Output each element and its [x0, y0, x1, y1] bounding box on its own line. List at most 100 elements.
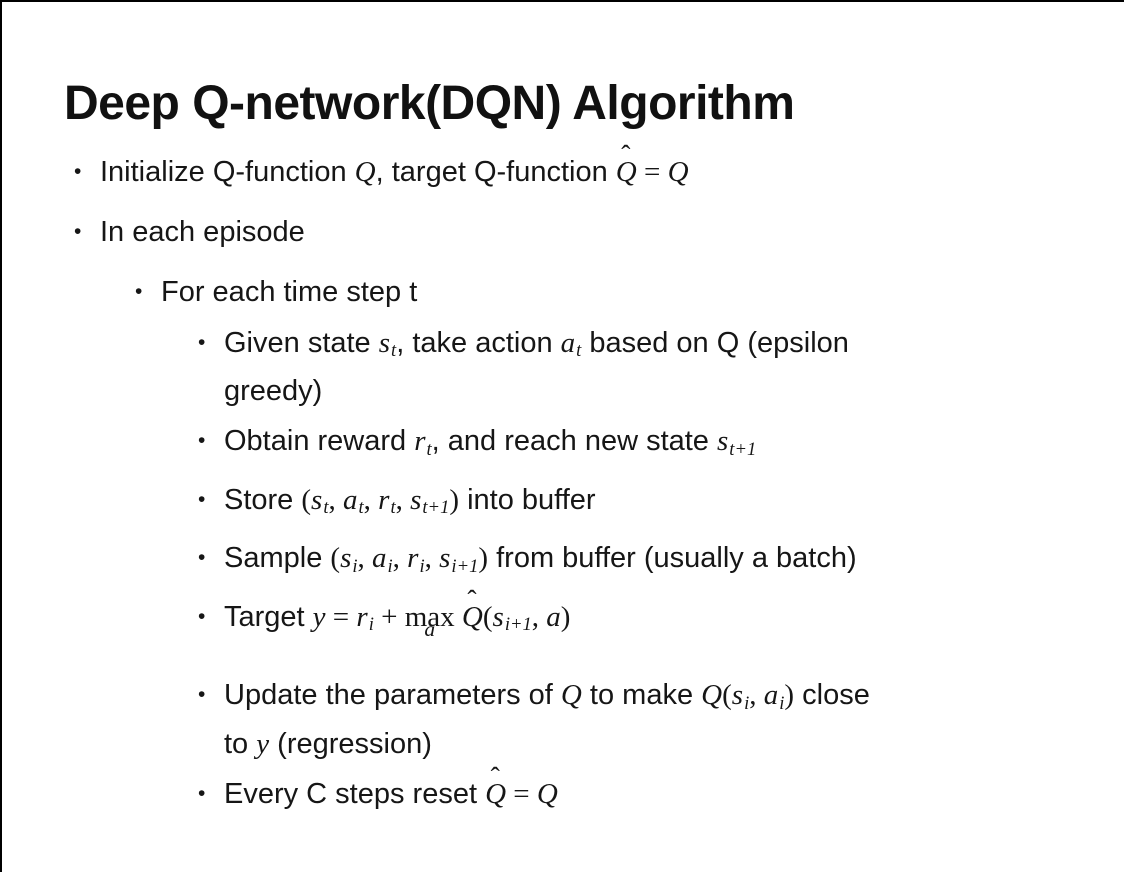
bullet-item-level-3: • Obtain reward rt, and reach new state s…	[2, 421, 1068, 469]
math-base: s	[731, 679, 744, 712]
math-base: s	[492, 600, 504, 633]
bullet-icon: •	[198, 429, 206, 453]
math-subscript: i	[387, 555, 393, 577]
bullet-icon: •	[198, 487, 206, 511]
bullet-item-level-1: • Initialize Q-function Q , target Q-funct…	[2, 141, 1068, 192]
math-operator: ,	[328, 483, 343, 516]
math-operator: (	[482, 600, 493, 633]
bullet-item-level-3: •Given state st, take action at based on…	[2, 323, 1068, 411]
math-base: a	[763, 679, 779, 712]
max-under-variable: a	[424, 616, 436, 641]
math-operator: ,	[363, 483, 379, 516]
math-variable: Q	[560, 679, 582, 712]
math-variable-subscript: st+1	[717, 425, 756, 459]
math-variable-subscript: ai	[372, 542, 393, 577]
bullet-icon: •	[74, 160, 82, 183]
text-segment: (regression)	[269, 727, 432, 760]
math-subscript: i	[779, 692, 785, 714]
math-variable-subscript: at	[343, 483, 364, 518]
math-base: r	[414, 425, 426, 458]
math-operator: =	[636, 156, 668, 188]
math-operator: ,	[392, 542, 408, 575]
bullet-icon: •	[135, 280, 143, 303]
text-segment: Initialize Q-function	[100, 156, 355, 188]
math-subscript: i+1	[451, 555, 479, 577]
max-op-label: max	[404, 600, 455, 633]
math-operator: (	[330, 542, 341, 575]
math-subscript: i	[744, 692, 750, 714]
math-base: a	[343, 483, 358, 516]
math-subscript: t	[323, 497, 329, 519]
math-subscript: t	[426, 438, 432, 460]
math-variable: Q	[667, 156, 689, 188]
math-variable-subscript: ri	[356, 600, 374, 636]
math-base: s	[717, 425, 729, 458]
math-base: r	[407, 542, 419, 575]
math-operator: )	[478, 542, 489, 575]
bullet-text: Obtain reward rt, and reach new state st…	[224, 421, 1068, 469]
math-variable-subscript: at	[560, 327, 582, 362]
math-base: r	[356, 600, 368, 633]
bullet-item-level-2: • For each time step t	[2, 272, 1068, 312]
math-variable: y	[312, 600, 326, 633]
bullet-item-level-3: •Sample (si, ai, ri, si+1) from buffer (…	[2, 538, 1068, 586]
math-base: s	[311, 483, 323, 516]
math-base: s	[378, 327, 391, 359]
bullet-item-level-1: •In each episode	[2, 212, 1068, 252]
math-base: a	[560, 327, 576, 359]
math-operator: ,	[424, 542, 440, 575]
math-subscript: t	[390, 497, 396, 519]
math-base: Q	[485, 777, 507, 810]
math-operator: ,	[357, 542, 373, 575]
math-base: s	[439, 542, 451, 575]
math-base: s	[410, 483, 422, 516]
text-segment: , and reach new state	[431, 425, 717, 458]
math-base: a	[372, 542, 387, 575]
math-variable-subscript: si	[340, 542, 357, 576]
math-variable-subscript: si+1	[439, 542, 479, 577]
math-variable-subscript: st+1	[410, 483, 450, 519]
math-subscript: t+1	[422, 497, 450, 519]
math-variable: Q	[701, 679, 723, 712]
math-base: Q	[461, 600, 483, 633]
math-subscript: t	[576, 340, 582, 362]
bullet-icon: •	[198, 683, 206, 707]
text-segment: Store	[224, 483, 302, 516]
bullet-icon: •	[198, 331, 206, 354]
bullet-text: Given state st, take action at based on …	[224, 323, 1068, 411]
text-segment: Update the parameters of	[224, 679, 561, 712]
math-variable-subscript: rt	[414, 425, 432, 460]
math-variable: Q	[536, 777, 558, 810]
math-operator: (	[722, 679, 732, 712]
text-segment: , target Q-function	[375, 156, 616, 188]
slide-title: Deep Q-network(DQN) Algorithm	[64, 77, 795, 131]
bullet-text: Sample (si, ai, ri, si+1) from buffer (u…	[224, 538, 1068, 586]
text-segment: Obtain reward	[224, 425, 415, 458]
bullet-text: Store (st, at, rt, st+1) into buffer	[224, 480, 1068, 528]
text-segment: into buffer	[459, 483, 596, 516]
math-variable-subscript: st	[378, 327, 396, 361]
text-segment: For each time step t	[161, 276, 418, 308]
math-subscript: i	[368, 614, 374, 636]
text-segment: from buffer (usually a batch)	[488, 542, 857, 575]
bullet-icon: •	[198, 781, 206, 805]
text-segment: to	[224, 727, 257, 760]
text-segment: In each episode	[100, 216, 305, 248]
math-variable-subscript: si+1	[492, 600, 532, 635]
math-operator: )	[560, 600, 571, 633]
text-segment: Target	[224, 600, 313, 633]
math-operator: ,	[531, 600, 547, 633]
text-segment: Sample	[224, 542, 331, 575]
hat-accent-icon: ˆ	[621, 138, 631, 170]
text-segment: , take action	[396, 327, 561, 359]
math-variable-subscript: si	[731, 679, 750, 714]
text-segment: Every C steps reset	[224, 777, 486, 810]
text-segment: greedy)	[224, 375, 323, 408]
